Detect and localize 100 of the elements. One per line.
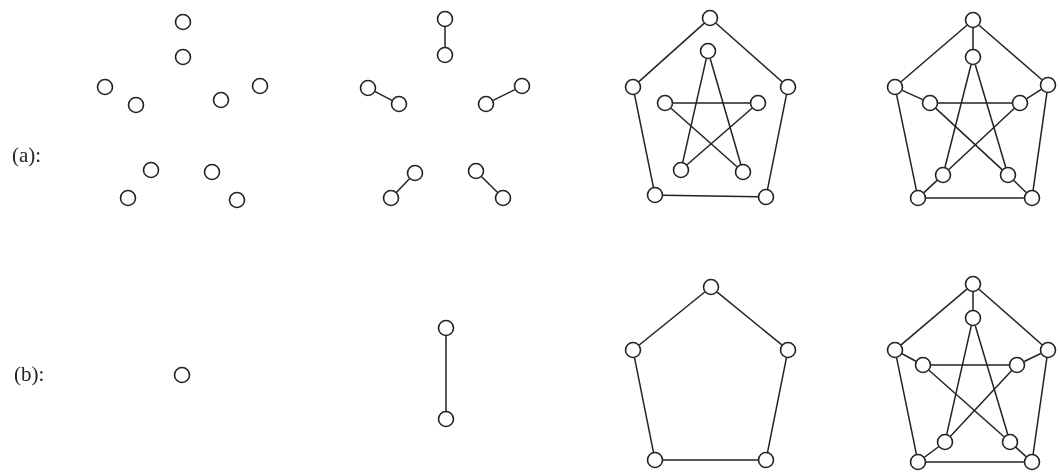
vertex-circle [1039, 76, 1057, 94]
vertex-circle [779, 341, 797, 359]
edge-line [1026, 88, 1042, 100]
edge-line [972, 27, 974, 50]
edge-line [948, 107, 1015, 171]
edge-line [672, 102, 751, 104]
vertex-circle [757, 188, 775, 206]
edge-line [682, 58, 707, 163]
vertex-circle [964, 309, 982, 327]
vertex-circle [382, 189, 400, 207]
edge-line [670, 107, 738, 168]
vertex-circle [734, 163, 752, 181]
edge-line [374, 90, 393, 102]
edge-line [978, 24, 1043, 81]
edge-line [974, 324, 1009, 436]
vertex-circle [127, 96, 145, 114]
vertex-circle [886, 341, 904, 359]
edge-line [928, 369, 1005, 438]
vertex-circle [494, 189, 512, 207]
vertex-circle [1039, 341, 1057, 359]
edge-line [1015, 446, 1027, 458]
edge-line [946, 325, 972, 435]
vertex-circle [624, 341, 642, 359]
edge-line [1032, 92, 1048, 191]
vertex-circle [702, 278, 720, 296]
vertex-circle [406, 164, 424, 182]
edge-line [978, 288, 1043, 346]
edge-line [766, 94, 788, 190]
edge-line [923, 446, 940, 458]
vertex-circle [203, 163, 221, 181]
vertex-circle [174, 13, 192, 31]
vertex-circle [909, 453, 927, 471]
vertex-circle [909, 189, 927, 207]
edge-line [633, 94, 655, 188]
edge-line [925, 461, 1025, 463]
vertex-circle [1001, 433, 1019, 451]
edge-line [662, 459, 759, 461]
edge-line [949, 370, 1013, 437]
vertex-circle [390, 95, 408, 113]
vertex-circle [964, 11, 982, 29]
edge-line [1032, 357, 1048, 455]
vertex-circle [228, 191, 246, 209]
edge-line [901, 89, 924, 101]
edge-line [715, 22, 783, 83]
vertex-circle [173, 366, 191, 384]
vertex-circle [672, 161, 690, 179]
vertex-circle [436, 46, 454, 64]
vertex-circle [251, 77, 269, 95]
vertex-circle [999, 166, 1017, 184]
edge-line [445, 335, 447, 412]
vertex-circle [921, 94, 939, 112]
edge-line [716, 291, 783, 346]
vertex-circle [656, 94, 674, 112]
vertex-circle [934, 166, 952, 184]
vertex-circle [646, 451, 664, 469]
vertex-circle [1023, 453, 1041, 471]
edge-line [480, 175, 499, 194]
vertex-circle [914, 356, 932, 374]
edge-line [935, 107, 1003, 171]
edge-line [662, 194, 759, 198]
vertex-circle [699, 42, 717, 60]
vertex-circle [1023, 189, 1041, 207]
edge-line [895, 357, 918, 455]
vertex-circle [936, 433, 954, 451]
vertex-circle [964, 275, 982, 293]
edge-line [901, 353, 917, 362]
edge-line [925, 197, 1025, 199]
vertex-circle [96, 78, 114, 96]
vertex-circle [1008, 356, 1026, 374]
vertex-circle [513, 77, 531, 95]
edge-line [937, 102, 1013, 104]
vertex-circle [119, 189, 137, 207]
edge-line [900, 24, 968, 83]
edge-line [895, 94, 918, 191]
vertex-circle [477, 95, 495, 113]
vertex-circle [646, 186, 664, 204]
vertex-circle [359, 79, 377, 97]
vertex-circle [174, 48, 192, 66]
vertex-circle [624, 78, 642, 96]
vertex-circle [142, 161, 160, 179]
vertex-circle [1011, 94, 1029, 112]
edge-line [1023, 352, 1042, 363]
vertex-circle [436, 10, 454, 28]
edge-line [638, 22, 705, 83]
edge-line [444, 26, 446, 48]
vertex-circle [964, 48, 982, 66]
edge-line [492, 88, 516, 102]
vertex-circle [437, 410, 455, 428]
panel-label: (b): [14, 362, 45, 387]
vertex-circle [757, 451, 775, 469]
edge-line [944, 64, 972, 168]
vertex-circle [749, 94, 767, 112]
edge-line [686, 107, 753, 166]
edge-line [923, 179, 938, 194]
vertex-circle [886, 78, 904, 96]
vertex-circle [467, 162, 485, 180]
edge-line [900, 288, 968, 346]
edge-line [972, 291, 974, 311]
edge-line [766, 357, 788, 453]
edge-line [974, 63, 1007, 169]
